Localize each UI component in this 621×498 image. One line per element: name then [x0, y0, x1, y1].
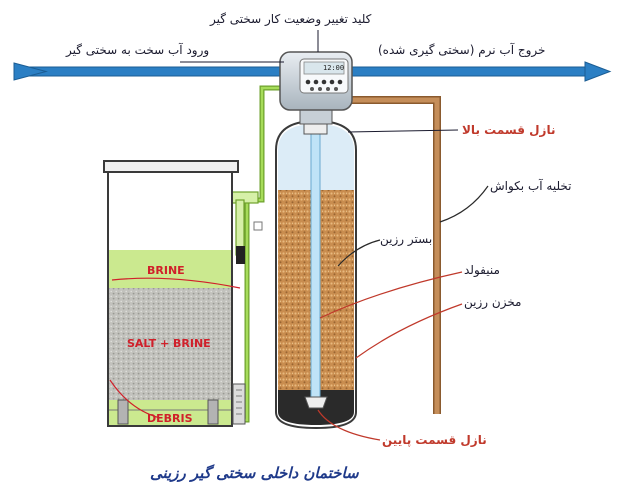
outlet-pipe	[347, 61, 612, 82]
valve-display	[303, 61, 345, 75]
salt-brine-label: SALT + BRINE	[127, 337, 211, 350]
upper-nozzle-label: نازل قسمت بالا	[462, 123, 556, 137]
brine-tank	[103, 160, 246, 427]
upper-nozzle-part	[303, 123, 328, 135]
resin-bed-label: بستر رزین	[380, 232, 433, 246]
control-valve-label: کلید تغییر وضعیت کار سختی گیر	[210, 12, 372, 26]
manifold-tube	[303, 123, 328, 409]
diagram-title: ساختمان داخلی سختی گیر رزینی	[150, 464, 359, 482]
valve-display-text: 12:00	[323, 64, 345, 72]
resin-tank-label: مخزن رزین	[464, 295, 522, 309]
leader-lines	[109, 30, 489, 441]
inlet-arrow	[13, 62, 48, 81]
brine-label: BRINE	[147, 264, 185, 277]
brine-line	[223, 85, 282, 423]
lower-nozzle-part	[304, 396, 328, 409]
backwash-drain-label: تخلیه آب بکواش	[490, 179, 572, 193]
lower-nozzle-label: نازل قسمت پایین	[382, 433, 487, 447]
soft-water-outlet-label: خروج آب نرم (سختی گیری شده)	[378, 43, 546, 57]
hard-water-inlet-label: ورود آب سخت به سختی گیر	[66, 43, 210, 57]
manifold-label: منیفولد	[464, 263, 500, 277]
outlet-arrow	[584, 61, 612, 82]
backwash-drain-pipe	[350, 96, 441, 414]
control-valve	[279, 51, 353, 125]
inlet-pipe	[13, 62, 285, 81]
debris-label: DEBRIS	[147, 412, 193, 425]
